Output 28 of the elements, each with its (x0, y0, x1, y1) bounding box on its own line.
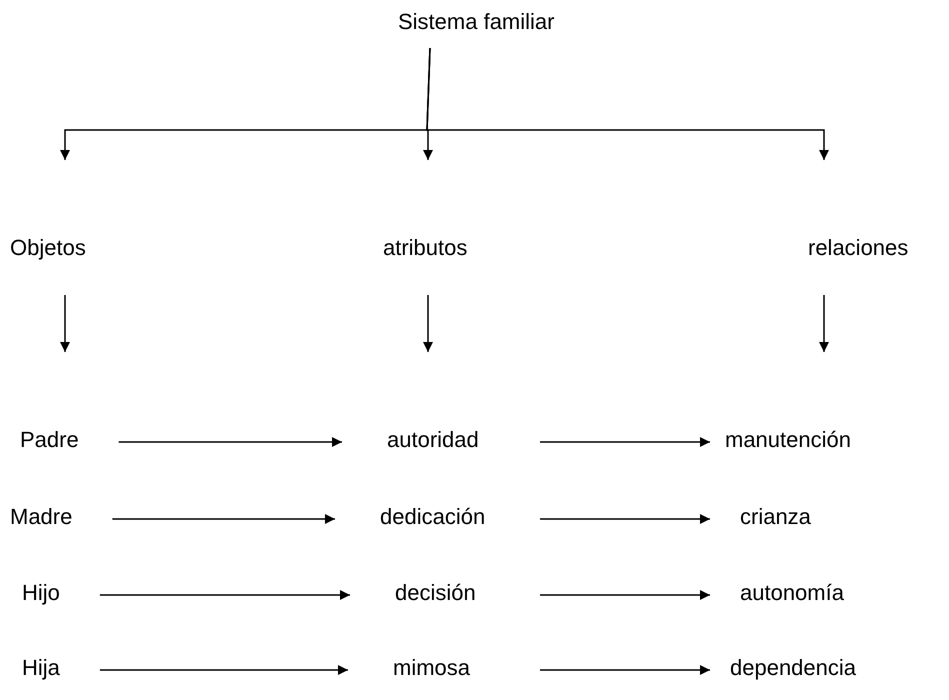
node-label: autoridad (387, 426, 479, 454)
node-label: atributos (383, 234, 468, 262)
node-label: Objetos (10, 234, 86, 262)
arrow (60, 295, 70, 352)
node-label: Padre (20, 426, 79, 454)
node-label: dependencia (730, 654, 856, 682)
node-label: Madre (10, 504, 72, 530)
node-label: decisión (395, 580, 476, 606)
node-label: mimosa (393, 654, 470, 682)
node-label: autonomía (740, 580, 844, 606)
arrow (540, 665, 710, 675)
node-label: dedicación (380, 504, 486, 530)
arrow (426, 48, 829, 160)
node-label: Sistema familiar (398, 8, 554, 36)
node-label: Hijo (22, 580, 60, 606)
arrow (423, 295, 433, 352)
arrow (118, 437, 342, 447)
arrow (112, 514, 335, 524)
node-label: manutención (725, 426, 851, 454)
arrow (540, 514, 710, 524)
arrow (540, 437, 710, 447)
arrow (540, 590, 710, 600)
arrow (100, 665, 348, 675)
arrow (100, 590, 350, 600)
node-label: crianza (740, 504, 811, 530)
arrow (819, 295, 829, 352)
node-label: relaciones (808, 234, 908, 262)
node-label: Hija (22, 654, 60, 682)
